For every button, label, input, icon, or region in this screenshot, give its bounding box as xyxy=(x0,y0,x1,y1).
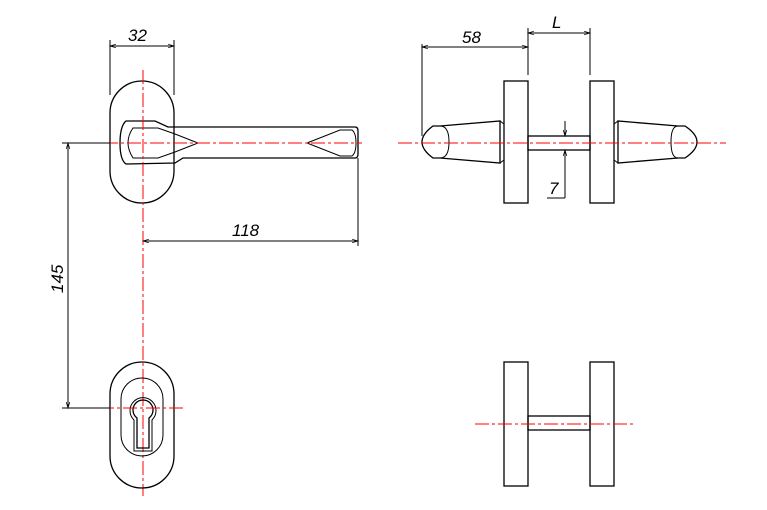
dimension-label-58: 58 xyxy=(462,28,481,47)
bottom-rosette xyxy=(109,361,175,489)
dimension-145: 145 xyxy=(48,141,110,410)
dimension-118: 118 xyxy=(141,158,360,246)
dimension-label-145: 145 xyxy=(48,264,67,293)
rosette-inner xyxy=(120,377,164,457)
bottom-side-view xyxy=(475,361,636,487)
right-knob xyxy=(617,120,698,164)
dimension-label-32: 32 xyxy=(128,26,147,45)
euro-profile-keyhole xyxy=(132,399,154,449)
dimension-L: L xyxy=(526,13,592,75)
dimension-32: 32 xyxy=(108,26,176,95)
dimension-label-118: 118 xyxy=(232,221,260,240)
lever xyxy=(119,120,359,165)
lever-tip-inlay xyxy=(305,129,357,157)
dimension-label-7: 7 xyxy=(549,179,559,198)
dimension-label-L: L xyxy=(552,13,561,32)
dimension-7: 7 xyxy=(547,121,568,199)
left-rose xyxy=(503,80,529,204)
front-view-handle xyxy=(104,70,362,496)
side-view xyxy=(398,80,726,204)
keyhole-outline xyxy=(129,397,157,452)
right-rose xyxy=(589,80,615,204)
left-knob xyxy=(421,120,501,164)
front-view-key-rosette xyxy=(100,361,185,489)
lower-spindle xyxy=(527,415,591,431)
lever-grip-inlay xyxy=(127,127,200,159)
dimension-58: 58 xyxy=(420,28,530,136)
top-rosette xyxy=(109,80,175,204)
